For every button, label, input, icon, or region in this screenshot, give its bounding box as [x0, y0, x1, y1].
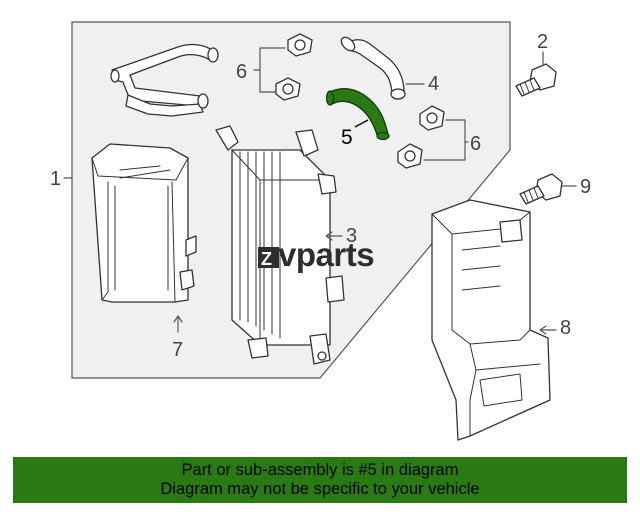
part-clip-right-upper[interactable] [419, 105, 445, 131]
banner-line-2: Diagram may not be specific to your vehi… [160, 480, 480, 498]
svg-text:5: 5 [341, 126, 353, 149]
svg-text:Z: Z [261, 249, 272, 269]
part-5-hose-highlighted[interactable] [325, 87, 390, 141]
callout-9[interactable]: 9 [561, 176, 591, 198]
callout-2[interactable]: 2 [537, 31, 548, 65]
info-banner: Part or sub-assembly is #5 in diagram Di… [13, 457, 627, 503]
callout-3[interactable]: 3 [325, 225, 357, 247]
svg-text:3: 3 [346, 225, 357, 247]
callout-6-right[interactable]: 6 [423, 119, 481, 161]
callout-6-top[interactable]: 6 [236, 47, 286, 93]
part-7-bracket[interactable] [91, 143, 197, 303]
svg-text:4: 4 [428, 73, 439, 95]
svg-text:6: 6 [470, 133, 481, 155]
watermark-logo: Z vparts [258, 236, 375, 273]
svg-text:2: 2 [537, 31, 548, 53]
callout-8[interactable]: 8 [539, 317, 571, 339]
part-tube-assembly[interactable] [110, 43, 219, 117]
part-clip-top-lower[interactable] [275, 77, 301, 101]
svg-text:8: 8 [560, 317, 571, 339]
svg-text:7: 7 [172, 339, 183, 361]
callout-5[interactable]: 5 [341, 119, 369, 149]
svg-text:6: 6 [236, 61, 247, 83]
svg-text:9: 9 [580, 176, 591, 198]
banner-line-1: Part or sub-assembly is #5 in diagram [181, 461, 459, 479]
part-3-oil-cooler[interactable] [215, 125, 345, 365]
parts-diagram: 1 6 4 5 [50, 21, 591, 441]
part-clip-top-upper[interactable] [287, 33, 313, 57]
callout-7[interactable]: 7 [172, 315, 183, 361]
callout-1[interactable]: 1 [50, 168, 73, 190]
part-4-hose[interactable] [339, 35, 406, 100]
svg-text:1: 1 [50, 168, 61, 190]
part-clip-right-lower[interactable] [397, 143, 423, 169]
part-2-bolt[interactable] [515, 63, 557, 97]
svg-text:vparts: vparts [278, 236, 374, 273]
callout-4[interactable]: 4 [405, 73, 439, 95]
part-8-duct[interactable] [431, 199, 551, 441]
part-9-bolt[interactable] [519, 173, 563, 205]
